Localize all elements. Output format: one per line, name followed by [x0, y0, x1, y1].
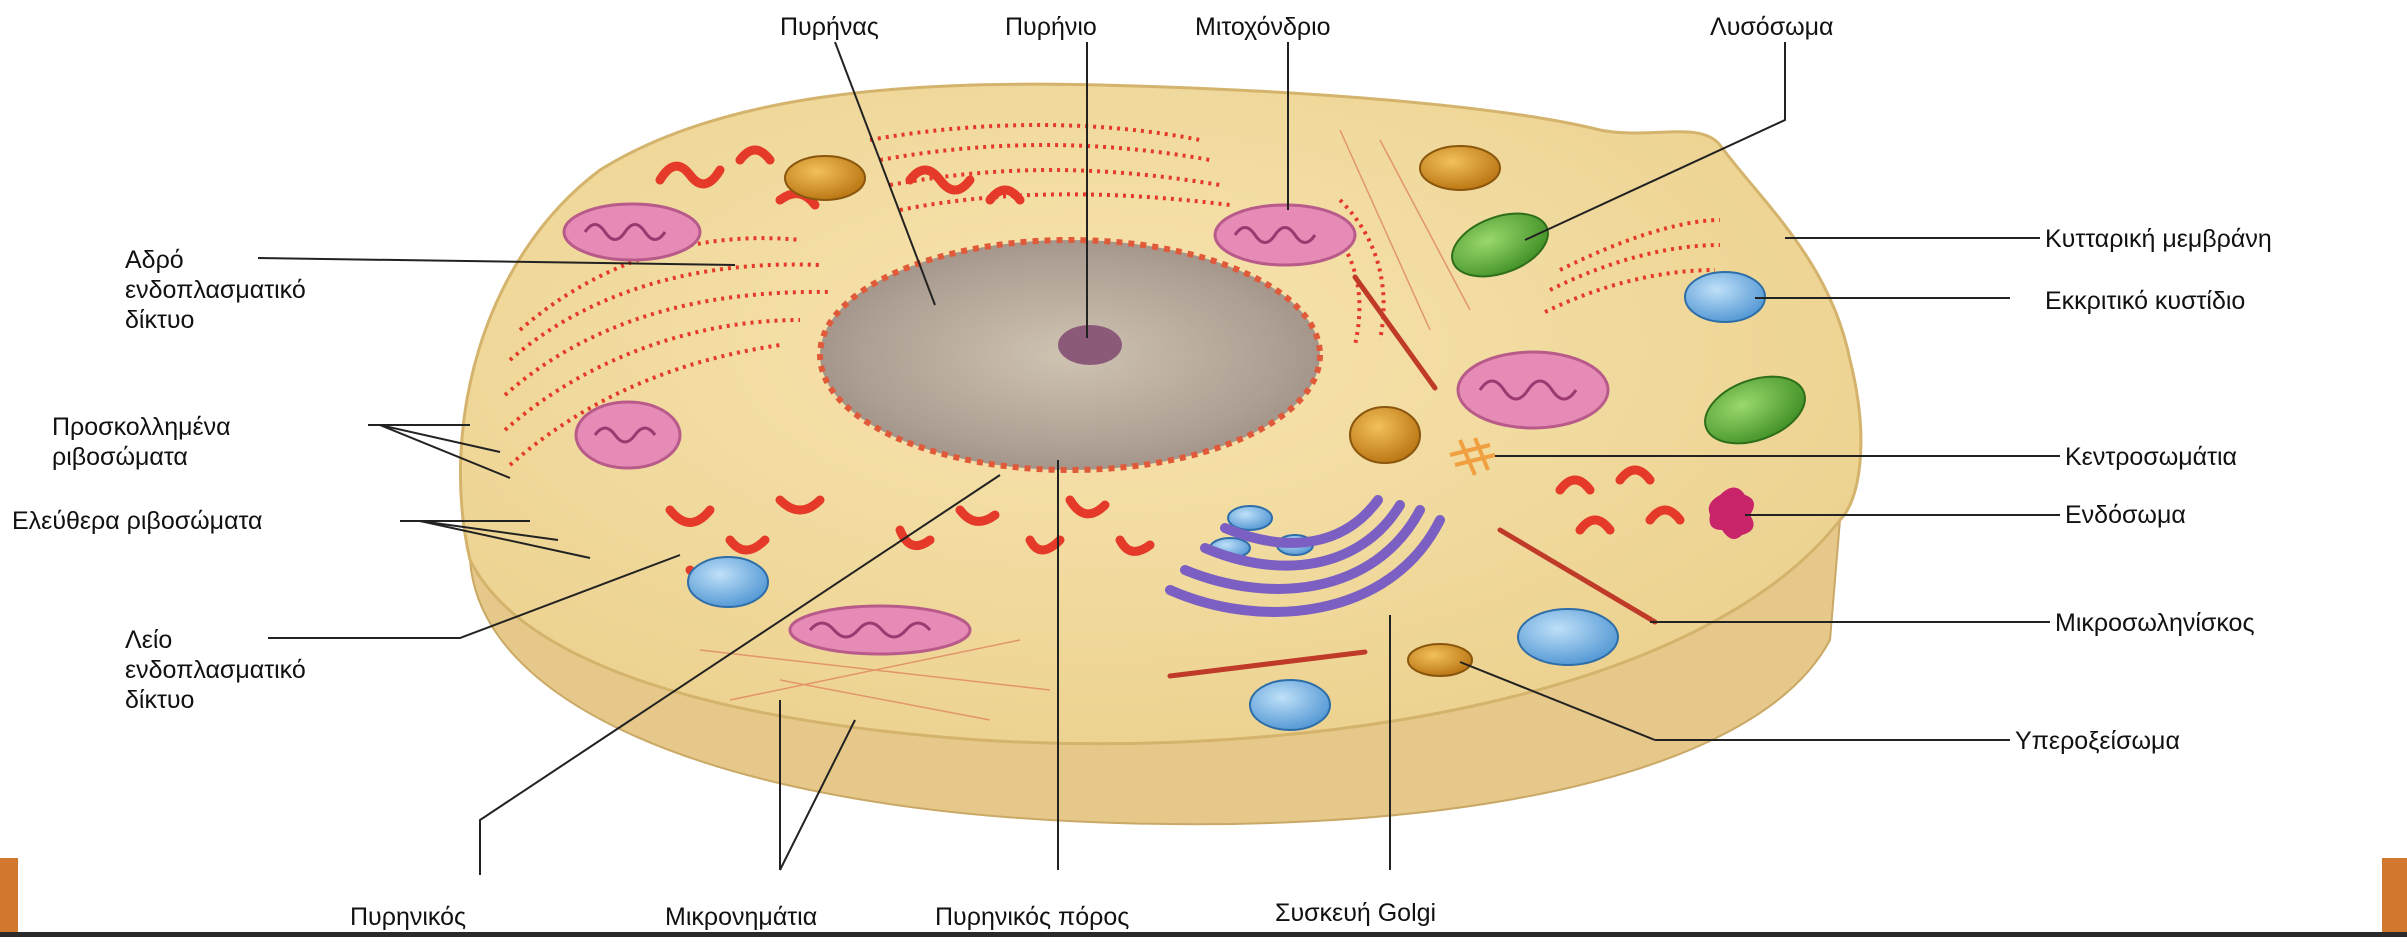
label-nucleus: Πυρήνας [780, 12, 879, 42]
label-attached-ribosomes-line1: Προσκολλημένα [52, 412, 231, 442]
right-accent-bar [2382, 858, 2407, 932]
label-nucleolus: Πυρήνιο [1005, 12, 1097, 42]
label-smooth-er-line3: δίκτυο [125, 685, 306, 715]
label-attached-ribosomes-line2: ριβοσώματα [52, 442, 231, 472]
label-mitochondrion: Μιτοχόνδριο [1195, 12, 1331, 42]
label-smooth-er-line1: Λείο [125, 625, 306, 655]
label-microfilaments: Μικρονημάτια [665, 902, 817, 932]
bottom-rule [0, 932, 2407, 937]
label-attached-ribosomes: Προσκολλημένα ριβοσώματα [52, 412, 231, 472]
label-cell-membrane: Κυτταρική μεμβράνη [2045, 224, 2272, 254]
peroxisome-shape [785, 156, 865, 200]
label-free-ribosomes: Ελεύθερα ριβοσώματα [12, 506, 263, 536]
peroxisome-shape [1408, 644, 1472, 676]
label-smooth-er-line2: ενδοπλασματικό [125, 655, 306, 685]
label-lysosome: Λυσόσωμα [1710, 12, 1834, 42]
label-rough-er-line2: ενδοπλασματικό [125, 275, 306, 305]
nucleolus-shape [1058, 325, 1122, 365]
label-rough-er-line3: δίκτυο [125, 305, 306, 335]
label-nuclear-pore: Πυρηνικός πόρος [935, 902, 1129, 932]
label-endosome: Ενδόσωμα [2065, 500, 2186, 530]
label-secretory-vesicle: Εκκριτικό κυστίδιο [2045, 286, 2245, 316]
label-microtubule: Μικροσωληνίσκος [2055, 608, 2255, 638]
label-smooth-er: Λείο ενδοπλασματικό δίκτυο [125, 625, 306, 715]
left-accent-bar [0, 858, 18, 932]
label-rough-er: Αδρό ενδοπλασματικό δίκτυο [125, 245, 306, 335]
peroxisome-shape [1350, 407, 1420, 463]
label-nuclear-envelope: Πυρηνικός [350, 902, 466, 932]
label-rough-er-line1: Αδρό [125, 245, 306, 275]
label-peroxisome: Υπεροξείσωμα [2015, 726, 2180, 756]
label-centrioles: Κεντροσωμάτια [2065, 442, 2237, 472]
peroxisome-shape [1420, 146, 1500, 190]
label-golgi: Συσκευή Golgi [1275, 898, 1436, 928]
